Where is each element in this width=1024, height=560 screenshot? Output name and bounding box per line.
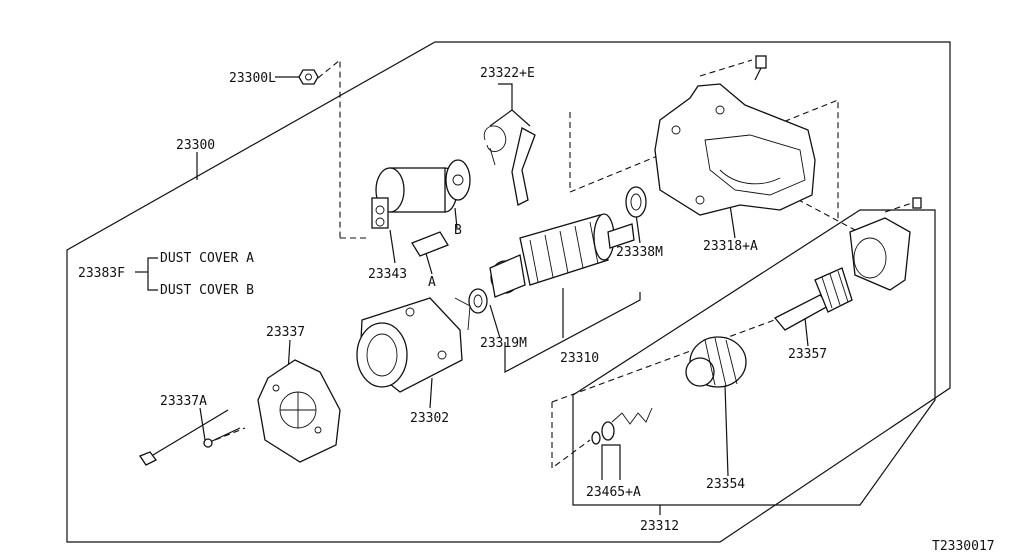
leader-lines [135, 76, 809, 515]
nut-23300L [298, 69, 319, 85]
label-23337A: 23337A [160, 394, 207, 409]
label-23338M: 23338M [616, 245, 663, 260]
diagram-code: T2330017 [932, 539, 995, 554]
label-23319M: 23319M [480, 336, 527, 351]
bearing-23319M [468, 288, 488, 314]
label-23322E: 23322+E [480, 66, 535, 81]
drive-housing-23318A [654, 55, 816, 216]
label-23357: 23357 [788, 347, 827, 362]
label-23465A: 23465+A [586, 485, 641, 500]
assembly-boundary-23300 [66, 41, 951, 543]
label-23312: 23312 [640, 519, 679, 534]
spring-washer-23465A [591, 407, 653, 445]
label-23383F: 23383F [78, 266, 125, 281]
rear-cover-23337 [257, 359, 341, 463]
clutch-gear-23354 [685, 336, 747, 388]
yoke-23302 [356, 297, 471, 393]
label-23337: 23337 [266, 325, 305, 340]
assembly-boundary-23312 [572, 209, 936, 506]
through-bolts-23337A [139, 409, 241, 466]
label-23310: 23310 [560, 351, 599, 366]
bearing-23338M [625, 186, 647, 218]
label-23343: 23343 [368, 267, 407, 282]
label-23318A: 23318+A [703, 239, 758, 254]
label-dust-cover-a: DUST COVER A [160, 251, 254, 266]
label-ref-b: B [454, 223, 462, 238]
solenoid-23343 [371, 159, 471, 257]
label-dust-cover-b: DUST COVER B [160, 283, 254, 298]
armature-23310 [489, 213, 635, 298]
label-23354: 23354 [706, 477, 745, 492]
gear-housing [849, 197, 922, 291]
part-labels: 23300L 23300 23383F DUST COVER A DUST CO… [78, 66, 995, 554]
label-ref-a: A [428, 275, 436, 290]
label-23300: 23300 [176, 138, 215, 153]
pinion-shaft-23357 [773, 267, 853, 331]
label-23302: 23302 [410, 411, 449, 426]
label-23300L: 23300L [229, 71, 276, 86]
spring-clip-23322E [483, 125, 536, 206]
